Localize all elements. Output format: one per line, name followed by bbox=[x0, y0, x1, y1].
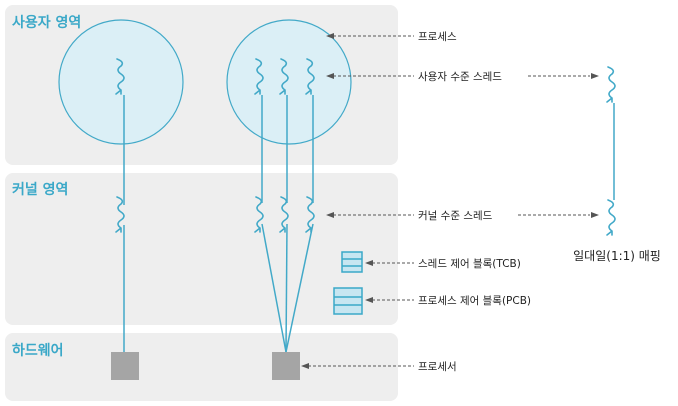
kernel-thread-mapping-arrowhead bbox=[591, 212, 599, 218]
user-thread-mapping-arrowhead bbox=[591, 73, 599, 79]
pcb-label: 프로세스 제어 블록(PCB) bbox=[418, 295, 531, 307]
tcb-block-icon bbox=[341, 251, 363, 273]
mapping-label: 일대일(1:1) 매핑 bbox=[573, 249, 661, 263]
kernel-to-processor-2 bbox=[285, 223, 288, 353]
hardware-region-title: 하드웨어 bbox=[12, 342, 64, 359]
tcb-arrowhead bbox=[365, 260, 373, 266]
pcb-arrowhead bbox=[365, 297, 373, 303]
kernel-thread-icon bbox=[606, 199, 616, 236]
kernel-region-title: 커널 영역 bbox=[12, 181, 68, 198]
tcb-label: 스레드 제어 블록(TCB) bbox=[418, 258, 521, 270]
kernel-thread-arrowhead bbox=[326, 212, 334, 218]
processor-chip-icon bbox=[272, 352, 300, 380]
user-region-title: 사용자 영역 bbox=[12, 14, 81, 31]
user-thread-arrowhead bbox=[326, 73, 334, 79]
process-arrowhead bbox=[326, 33, 334, 39]
pcb-block-icon bbox=[333, 287, 363, 315]
process-label: 프로세스 bbox=[418, 31, 457, 43]
hardware-region-panel bbox=[5, 333, 398, 401]
kernel-to-processor-3 bbox=[285, 223, 314, 353]
kernel-thread-label: 커널 수준 스레드 bbox=[418, 210, 493, 222]
processor-arrowhead bbox=[301, 363, 309, 369]
kernel-to-processor-1 bbox=[261, 223, 287, 353]
processor-chip-icon bbox=[111, 352, 139, 380]
user-thread-icon bbox=[606, 66, 616, 103]
user-thread-label: 사용자 수준 스레드 bbox=[418, 71, 502, 83]
process-circle-right bbox=[226, 19, 352, 145]
processor-label: 프로세서 bbox=[418, 361, 457, 373]
